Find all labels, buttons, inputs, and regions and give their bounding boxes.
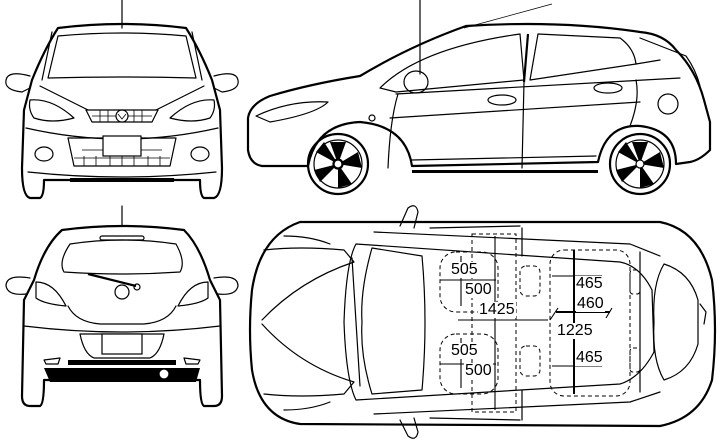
dim-front-right-seat-width: 505 xyxy=(450,342,479,359)
rear-logo-icon xyxy=(114,284,130,300)
front-wheel xyxy=(306,132,370,196)
rear-license-plate xyxy=(101,333,143,355)
front-logo-icon xyxy=(115,109,129,123)
dim-front-right-seat-depth: 500 xyxy=(464,362,493,379)
dim-front-legroom-length: 1425 xyxy=(478,301,516,318)
dim-front-left-seat-depth: 500 xyxy=(464,281,493,298)
front-view xyxy=(5,0,239,200)
dim-rear-interior-width: 1225 xyxy=(556,322,594,339)
front-license-plate xyxy=(102,135,142,157)
dim-rear-seat-lower-width: 465 xyxy=(575,349,604,366)
dim-rear-seat-upper-width: 465 xyxy=(575,275,604,292)
rear-wheel xyxy=(608,132,672,196)
dim-front-left-seat-width: 505 xyxy=(450,261,479,278)
antenna xyxy=(463,3,553,29)
dim-rear-seat-depth: 460 xyxy=(576,295,605,312)
top-view xyxy=(248,205,717,439)
rear-view xyxy=(5,205,239,408)
side-view xyxy=(246,0,712,196)
